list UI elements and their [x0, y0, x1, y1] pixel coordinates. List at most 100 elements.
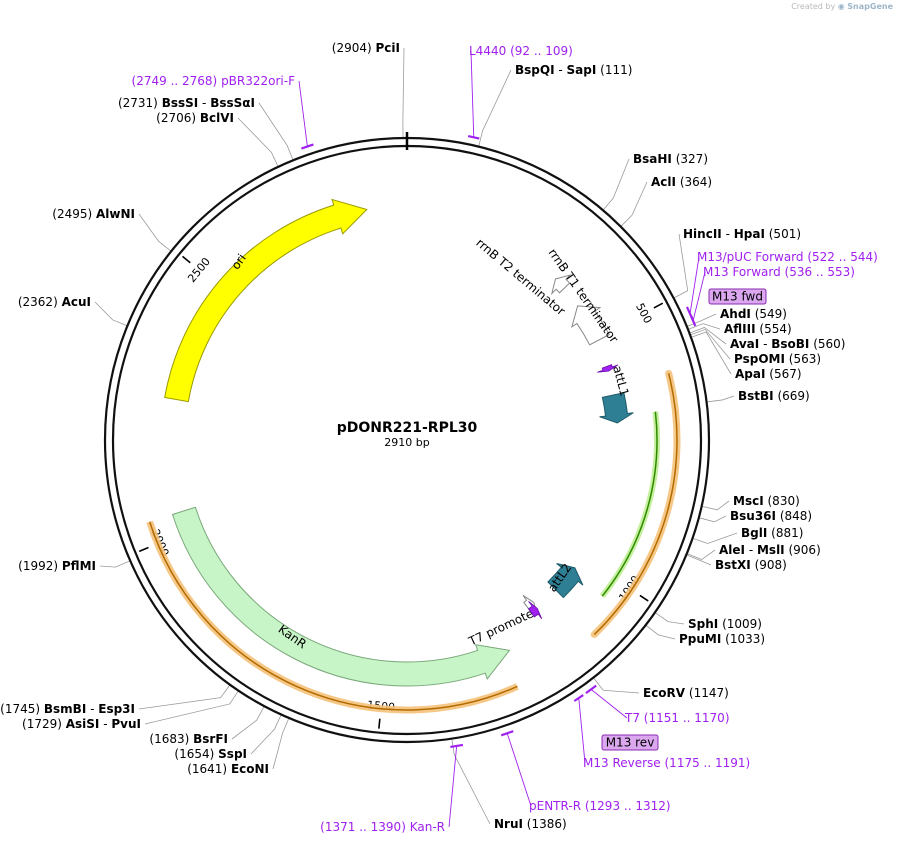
primer-label[interactable]: (1371 .. 1390) Kan-R — [320, 820, 445, 834]
primer-label[interactable]: pENTR-R (1293 .. 1312) — [529, 799, 671, 813]
restriction-site-label[interactable]: AvaI - BsoBI (560) — [730, 337, 845, 351]
site-position: (1683) — [149, 732, 189, 746]
feature-rrnb_t1[interactable] — [571, 305, 610, 346]
feature-attl2[interactable] — [547, 562, 584, 599]
primer-range: (2749 .. 2768) — [132, 74, 218, 88]
restriction-site-label[interactable]: (1729) AsiSI - PvuI — [22, 717, 141, 731]
restriction-site-label[interactable]: BspQI - SapI (111) — [515, 63, 632, 77]
feature-ori[interactable] — [164, 198, 368, 403]
site-leader — [272, 717, 290, 770]
restriction-site-label[interactable]: NruI (1386) — [494, 817, 567, 831]
restriction-site-label[interactable]: AclI (364) — [651, 175, 712, 189]
enzyme-separator: - — [555, 63, 567, 77]
restriction-site-label[interactable]: SphI (1009) — [688, 617, 762, 631]
primer-arrow — [527, 601, 543, 620]
restriction-site-label[interactable]: BstXI (908) — [715, 558, 787, 572]
enzyme-name: AclI — [651, 175, 676, 189]
restriction-site-label[interactable]: EcoRV (1147) — [643, 686, 729, 700]
site-leader — [451, 738, 491, 825]
primer-range: (1293 .. 1312) — [585, 799, 671, 813]
restriction-site-label[interactable]: (2731) BssSI - BssSαI — [118, 96, 255, 110]
restriction-site-label[interactable]: (1992) PflMI — [18, 559, 96, 573]
site-leader — [258, 102, 294, 161]
restriction-site-label[interactable]: (1641) EcoNI — [187, 762, 269, 776]
restriction-site-label[interactable]: (1654) SspI — [174, 747, 247, 761]
enzyme-name: SspI — [218, 747, 247, 761]
site-position: (549) — [755, 307, 787, 321]
primer-label[interactable]: M13/pUC Forward (522 .. 544) — [697, 250, 878, 264]
enzyme-name: AlwNI — [96, 207, 135, 221]
site-leader — [231, 705, 265, 740]
feature-attl1[interactable] — [599, 392, 634, 424]
primer-label[interactable]: M13 Forward (536 .. 553) — [703, 265, 855, 279]
primer-box[interactable] — [708, 288, 767, 305]
primer-arrow — [597, 364, 619, 373]
primer-range: (1371 .. 1390) — [320, 820, 406, 834]
plasmid-size: 2910 bp — [384, 436, 429, 449]
restriction-site-label[interactable]: PpuMI (1033) — [679, 632, 765, 646]
enzyme-name: BsmBI — [44, 702, 86, 716]
site-position: (1009) — [722, 617, 762, 631]
site-position: (908) — [755, 558, 787, 572]
restriction-site-label[interactable]: (1745) BsmBI - Esp3I — [0, 702, 135, 716]
plasmid-name: pDONR221-RPL30 — [337, 420, 478, 436]
site-position: (327) — [676, 152, 708, 166]
restriction-site-label[interactable]: (1683) BsrFI — [149, 732, 228, 746]
restriction-site-label[interactable]: AleI - MslI (906) — [719, 543, 821, 557]
site-position: (2495) — [52, 207, 92, 221]
restriction-site-label[interactable]: AflIII (554) — [724, 322, 792, 336]
site-position: (848) — [780, 509, 812, 523]
restriction-site-label[interactable]: PspOMI (563) — [734, 352, 821, 366]
enzyme-name: EcoNI — [231, 762, 269, 776]
primer-binding-mark — [450, 743, 464, 749]
restriction-site-label[interactable]: (2706) BclVI — [156, 111, 234, 125]
primer-label[interactable]: M13 Reverse (1175 .. 1191) — [583, 756, 750, 770]
primer-label[interactable]: (2749 .. 2768) pBR322ori-F — [132, 74, 296, 88]
enzyme-isoschizomer: HpaI — [734, 227, 765, 241]
restriction-site-label[interactable]: BsaHI (327) — [633, 152, 708, 166]
primer-binding-mark — [585, 684, 597, 695]
restriction-site-label[interactable]: HincII - HpaI (501) — [683, 227, 801, 241]
primer-range: (1175 .. 1191) — [665, 756, 751, 770]
restriction-site-label[interactable]: ApaI (567) — [735, 367, 802, 381]
site-leader — [237, 117, 279, 167]
site-position: (554) — [759, 322, 791, 336]
insert-line — [601, 411, 658, 597]
primer-box[interactable] — [601, 734, 659, 751]
site-position: (2904) — [332, 41, 372, 55]
primer-leader — [692, 271, 706, 321]
primer-name: M13 Reverse — [583, 756, 661, 770]
site-leader — [689, 327, 727, 345]
site-position: (364) — [680, 175, 712, 189]
restriction-site-label[interactable]: (2904) PciI — [332, 41, 400, 55]
feature-kanr[interactable] — [171, 506, 511, 687]
restriction-site-label[interactable]: (2362) AcuI — [18, 295, 91, 309]
site-position: (1641) — [187, 762, 227, 776]
primer-binding-mark — [467, 135, 480, 140]
primer-range: (522 .. 544) — [807, 250, 877, 264]
enzyme-name: HincII — [683, 227, 722, 241]
primer-binding-mark — [301, 143, 314, 150]
enzyme-separator: - — [99, 717, 111, 731]
site-leader — [138, 213, 172, 252]
restriction-site-label[interactable]: BstBI (669) — [738, 389, 810, 403]
restriction-site-label[interactable]: Bsu36I (848) — [730, 509, 812, 523]
primer-name: pENTR-R — [529, 799, 581, 813]
primer-range: (92 .. 109) — [510, 44, 573, 58]
enzyme-isoschizomer: Esp3I — [98, 702, 135, 716]
primer-label[interactable]: T7 (1151 .. 1170) — [624, 711, 730, 725]
enzyme-isoschizomer: SapI — [567, 63, 597, 77]
feature-rrnb_t2[interactable] — [550, 274, 572, 296]
restriction-site-label[interactable]: AhdI (549) — [720, 307, 787, 321]
site-leader — [686, 549, 716, 561]
enzyme-name: PflMI — [62, 559, 96, 573]
site-position: (111) — [600, 63, 632, 77]
restriction-site-label[interactable]: BglI (881) — [741, 526, 803, 540]
enzyme-name: NruI — [494, 817, 523, 831]
restriction-site-label[interactable]: (2495) AlwNI — [52, 207, 135, 221]
site-position: (1729) — [22, 717, 62, 731]
position-tick-label: 2500 — [185, 255, 213, 285]
enzyme-name: EcoRV — [643, 686, 686, 700]
primer-label[interactable]: L4440 (92 .. 109) — [469, 44, 573, 58]
restriction-site-label[interactable]: MscI (830) — [733, 494, 800, 508]
